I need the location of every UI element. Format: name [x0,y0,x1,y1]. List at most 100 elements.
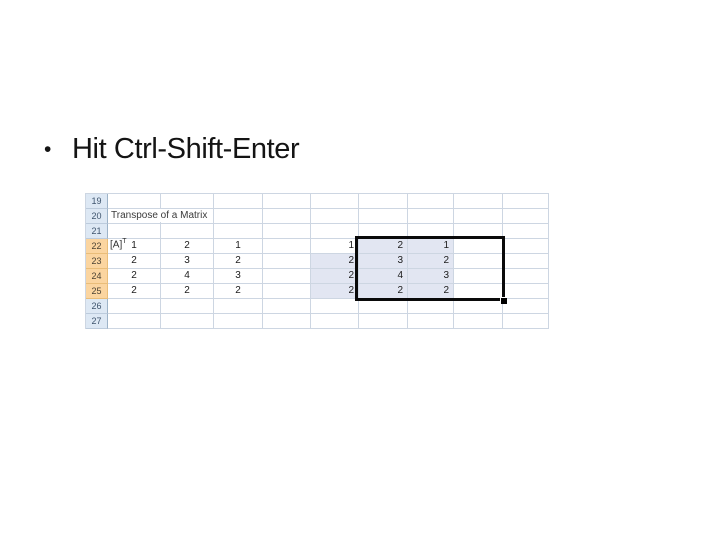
sheet-cell [214,314,263,329]
right-matrix-cell: 3 [408,269,454,284]
left-matrix-cell: 1 [108,239,161,254]
matrix-label-superscript: T [122,238,127,245]
sheet-cell [454,284,503,299]
left-matrix-cell: 2 [214,284,263,299]
sheet-cell [408,314,454,329]
right-matrix-cell: 2 [359,239,408,254]
sheet-cell [359,194,408,209]
sheet-cell [214,224,263,239]
sheet-cell [263,224,311,239]
sheet-cell [263,284,311,299]
sheet-cell [454,254,503,269]
left-matrix-cell: 2 [161,239,214,254]
right-matrix-cell: 2 [408,284,454,299]
sheet-cell [408,209,454,224]
sheet-cell [408,224,454,239]
sheet-cell [263,254,311,269]
sheet-cell [454,239,503,254]
sheet-cell [408,299,454,314]
sheet-cell [503,224,549,239]
sheet-cell [311,299,359,314]
left-matrix-cell: 3 [214,269,263,284]
sheet-cell [161,314,214,329]
sheet-cell [503,209,549,224]
sheet-cell [161,194,214,209]
sheet-cell [263,314,311,329]
right-matrix-cell: 2 [359,284,408,299]
sheet-cell [108,224,161,239]
left-matrix-cell: 2 [214,254,263,269]
row-header-20: 20 [86,209,108,224]
right-matrix-cell: 2 [311,269,359,284]
sheet-cell [263,239,311,254]
sheet-cell [454,269,503,284]
active-cell: 1 [311,239,359,254]
left-matrix-cell: 3 [161,254,214,269]
sheet-cell [311,209,359,224]
sheet-cell [454,299,503,314]
right-matrix-cell: 2 [311,254,359,269]
right-matrix-cell: 1 [408,239,454,254]
section-label-text: Transpose of a Matrix [111,210,208,221]
left-matrix-cell: 1 [214,239,263,254]
sheet-cell [161,224,214,239]
sheet-cell [503,239,549,254]
sheet-cell [359,224,408,239]
row-header-22: 22 [86,239,108,254]
sheet-cell [161,209,214,224]
sheet-cell [263,209,311,224]
sheet-cell [108,194,161,209]
sheet-cell [454,314,503,329]
sheet-cell [214,194,263,209]
sheet-cell [359,209,408,224]
sheet-cell [503,269,549,284]
left-matrix-cell: 2 [108,254,161,269]
sheet-cell [263,299,311,314]
right-matrix-cell: 2 [408,254,454,269]
matrix-label: [A]T [110,238,127,251]
sheet-cell [214,209,263,224]
fill-handle-icon [501,298,507,304]
left-matrix-cell: 2 [108,269,161,284]
sheet-cell [454,194,503,209]
sheet-cell [311,224,359,239]
sheet-cell [311,194,359,209]
matrix-label-text: [A] [110,239,123,251]
left-matrix-cell: 4 [161,269,214,284]
sheet-cell [263,194,311,209]
row-header-27: 27 [86,314,108,329]
bullet-icon: • [44,137,52,161]
row-header-21: 21 [86,224,108,239]
sheet-cell [311,314,359,329]
sheet-cell [503,194,549,209]
sheet-cell [503,284,549,299]
right-matrix-cell: 3 [359,254,408,269]
left-matrix-cell: 2 [161,284,214,299]
sheet-cell [108,299,161,314]
sheet-cell [214,299,263,314]
sheet-cell [503,254,549,269]
sheet-cell [503,314,549,329]
slide-title: Hit Ctrl-Shift-Enter [72,132,300,165]
sheet-cell [359,314,408,329]
sheet-cell [108,314,161,329]
sheet-cell [454,209,503,224]
sheet-cell [161,299,214,314]
sheet-cell [454,224,503,239]
bullet-line: • Hit Ctrl-Shift-Enter [44,130,300,168]
row-header-23: 23 [86,254,108,269]
right-matrix-cell: 2 [311,284,359,299]
row-header-25: 25 [86,284,108,299]
row-header-26: 26 [86,299,108,314]
sheet-cell [408,194,454,209]
row-header-24: 24 [86,269,108,284]
left-matrix-cell: 2 [108,284,161,299]
sheet-cell [263,269,311,284]
section-label: Transpose of a Matrix [111,209,211,222]
sheet-cell [503,299,549,314]
right-matrix-cell: 4 [359,269,408,284]
sheet-cell [359,299,408,314]
